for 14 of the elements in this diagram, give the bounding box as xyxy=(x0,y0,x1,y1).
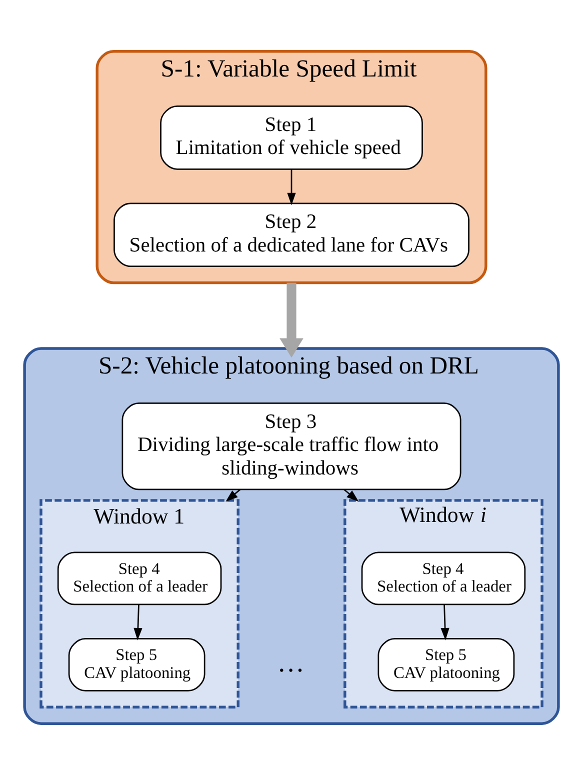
arrow xyxy=(287,168,296,205)
arrow xyxy=(440,604,450,640)
label: … xyxy=(277,647,304,678)
arrow xyxy=(344,488,359,502)
arrow xyxy=(280,282,304,358)
node-box: Step 4 Selection of a leader xyxy=(361,551,526,605)
node-box: Step 2 Selection of a dedicated lane for CAVs xyxy=(114,202,470,267)
node-box: Step 5 CAV platooning xyxy=(378,638,515,691)
arrow xyxy=(134,604,142,640)
node-box: Step 3 Dividing large-scale traffic flow into sliding-windows xyxy=(122,402,462,490)
node-box: Step 4 Selection of a leader xyxy=(57,551,222,605)
node-box: Step 1 Limitation of vehicle speed xyxy=(160,105,423,170)
arrow xyxy=(226,488,241,502)
node-box: Step 5 CAV platooning xyxy=(68,638,206,691)
